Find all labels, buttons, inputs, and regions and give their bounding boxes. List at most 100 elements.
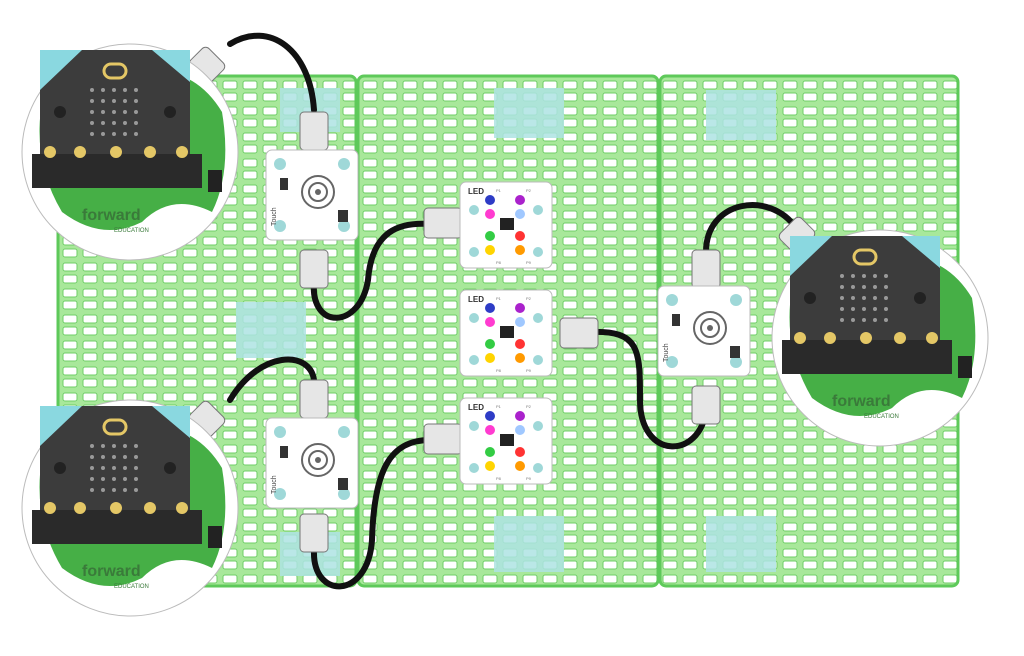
microbit-led	[123, 121, 127, 125]
microbit-led	[134, 110, 138, 114]
microbit-pin	[110, 502, 122, 514]
cable	[227, 32, 317, 113]
microbit-led	[112, 488, 116, 492]
led-pin-label: P8	[496, 260, 502, 265]
microbit-led	[101, 88, 105, 92]
mounting-stud	[338, 488, 350, 500]
rgb-led	[515, 353, 525, 363]
microbit-led	[862, 274, 866, 278]
rgb-led	[515, 231, 525, 241]
microbit-logo	[102, 418, 128, 436]
microbit-pin	[144, 502, 156, 514]
microbit-led	[840, 318, 844, 322]
chip	[280, 446, 288, 458]
rgb-led	[515, 411, 525, 421]
cables	[227, 32, 799, 590]
led-pin-label: P9	[526, 260, 532, 265]
touch-pad-ring	[700, 318, 720, 338]
chip	[730, 346, 740, 358]
microbit-led	[134, 488, 138, 492]
rgb-led	[485, 303, 495, 313]
led-pin-label: P8	[496, 476, 502, 481]
microbit-corner	[40, 406, 82, 446]
cable-connector	[299, 379, 329, 419]
rgb-led	[485, 411, 495, 421]
power-switch	[958, 356, 972, 378]
microbit-led	[123, 88, 127, 92]
led-pin-label: P9	[526, 368, 532, 373]
rgb-led	[485, 209, 495, 219]
microbit-led	[862, 296, 866, 300]
led-pin-label: P1	[496, 296, 502, 301]
mounting-stud	[533, 355, 543, 365]
led-driver-chip	[500, 434, 514, 446]
microbit-led	[90, 88, 94, 92]
mounting-stud	[533, 313, 543, 323]
microbit-led	[112, 88, 116, 92]
led-pin-label: P1	[496, 404, 502, 409]
microbit-led	[884, 318, 888, 322]
touch-pad-center	[707, 325, 713, 331]
mounting-stud	[338, 158, 350, 170]
mounting-stud	[469, 355, 479, 365]
touch-pad	[301, 443, 335, 477]
led-pin-label: P2	[526, 296, 532, 301]
microbit-pin	[860, 332, 872, 344]
touch-pad-ring	[308, 450, 328, 470]
microbit-pin	[794, 332, 806, 344]
microbit-pin	[44, 502, 56, 514]
microbit-led	[101, 444, 105, 448]
led-pin-label: P2	[526, 404, 532, 409]
cable	[587, 328, 709, 450]
microbit-led	[862, 285, 866, 289]
microbit-led	[123, 110, 127, 114]
rgb-led	[515, 461, 525, 471]
microbit-led	[851, 274, 855, 278]
module-board	[265, 149, 359, 241]
microbit-led	[123, 99, 127, 103]
microbit-led	[884, 285, 888, 289]
microbit-led	[101, 132, 105, 136]
mounting-stud	[469, 313, 479, 323]
microbit-led	[112, 455, 116, 459]
touch-sensor-module: Touch	[265, 149, 359, 241]
chip	[672, 314, 680, 326]
microbit-led	[112, 99, 116, 103]
led-pin-label: P9	[526, 476, 532, 481]
microbit-led	[840, 274, 844, 278]
microbit-led	[101, 477, 105, 481]
touch-pad	[693, 311, 727, 345]
edge-connector	[32, 510, 202, 544]
microbit-corner	[902, 236, 940, 268]
button-b	[164, 106, 176, 118]
microbit-logo	[852, 248, 878, 266]
touch-pad-ring	[308, 182, 328, 202]
microbit-led	[134, 121, 138, 125]
mounting-stud	[469, 247, 479, 257]
microbit-led	[134, 444, 138, 448]
cable-connector	[559, 317, 599, 349]
microbit-led	[123, 444, 127, 448]
edge-connector	[32, 154, 202, 188]
microbit-led	[101, 110, 105, 114]
rgb-led	[485, 353, 495, 363]
microbit-led	[123, 132, 127, 136]
education-label: EDUCATION	[114, 584, 149, 590]
microbit-led	[101, 466, 105, 470]
mounting-stud	[469, 205, 479, 215]
cable-connector	[299, 249, 329, 289]
microbit-led	[90, 121, 94, 125]
rgb-led	[485, 447, 495, 457]
mounting-stud	[533, 205, 543, 215]
button-a	[54, 462, 66, 474]
rgb-led	[485, 339, 495, 349]
touch-pad-center	[315, 457, 321, 463]
microbit-pin	[176, 502, 188, 514]
microbit-pin	[144, 146, 156, 158]
microbit-led	[862, 318, 866, 322]
microbit-led	[123, 488, 127, 492]
